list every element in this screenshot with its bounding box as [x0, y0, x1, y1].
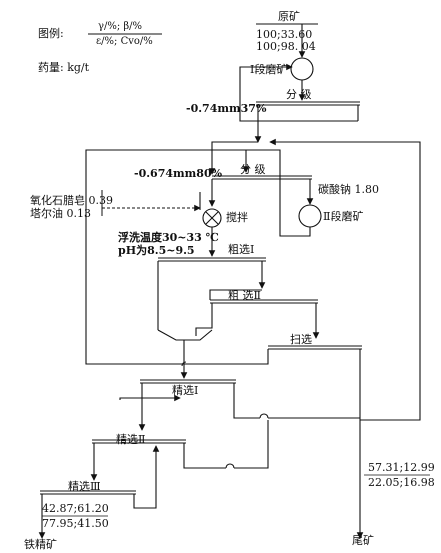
clean1-label: 精选Ⅰ [172, 384, 199, 397]
legend-label: 图例: [38, 27, 64, 40]
classify1-label: 分 级 [286, 88, 312, 101]
clean3-tail [133, 445, 160, 509]
grind2-recycle [242, 149, 311, 237]
clean2-return [119, 394, 181, 402]
clean2-tail [183, 443, 226, 469]
rough2-label: 粗 选Ⅱ [228, 289, 261, 302]
clean1-tail [233, 383, 260, 419]
reagent-unit: 药量: kg/t [38, 61, 90, 74]
tailings-label: 尾矿 [352, 534, 374, 547]
grind1-label: Ⅰ段磨矿 [250, 63, 288, 76]
scav-label: 扫选 [290, 333, 312, 346]
middlings-return [269, 138, 421, 421]
legend-numerator: γ/%; β/% [98, 21, 143, 32]
size2-label: -0.674mm80% [134, 167, 223, 180]
tailings-values-1: 57.31;12.99 [368, 461, 435, 474]
feed-label: 原矿 [278, 10, 300, 23]
reagent-label-1: 氧化石腊皂 0.39 [30, 194, 113, 207]
clean2-label: 精选Ⅱ [116, 433, 146, 446]
concentrate-values-2: 77.95;41.50 [42, 517, 109, 530]
legend-denominator: ε/%; Cvo/% [96, 36, 153, 47]
temp-label: 浮洗温度30~33 ℃ [118, 231, 219, 244]
grind2-label: Ⅱ段磨矿 [323, 210, 364, 223]
rough1-cell-bottom [157, 329, 213, 341]
ph-label: pH为8.5~9.5 [118, 244, 195, 257]
rough2-conc [195, 303, 213, 336]
classify2-label: 分 级 [240, 163, 266, 176]
agitate-label: 搅拌 [226, 211, 248, 224]
soda-label: 碳酸钠 1.80 [318, 183, 379, 196]
classify1-recycle [239, 63, 293, 122]
feed-values-1: 100;33.60 [256, 28, 313, 41]
clean3-label: 精选Ⅲ [68, 480, 101, 493]
concentrate-values-1: 42.87;61.20 [42, 502, 109, 515]
reagent-label-2: 塔尔油 0.13 [30, 207, 91, 220]
scav-conc-recycle [85, 149, 269, 365]
grind2-mill [298, 204, 322, 228]
size1-label: -0.74mm37% [186, 102, 267, 115]
feed-values-2: 100;98. 04 [256, 40, 316, 53]
concentrate-label: 铁精矿 [24, 538, 57, 551]
rough1-label: 粗选Ⅰ [228, 243, 255, 256]
to-classify2 [208, 141, 258, 175]
grind1-mill [290, 57, 314, 81]
tailings-values-2: 22.05;16.98 [368, 476, 435, 489]
